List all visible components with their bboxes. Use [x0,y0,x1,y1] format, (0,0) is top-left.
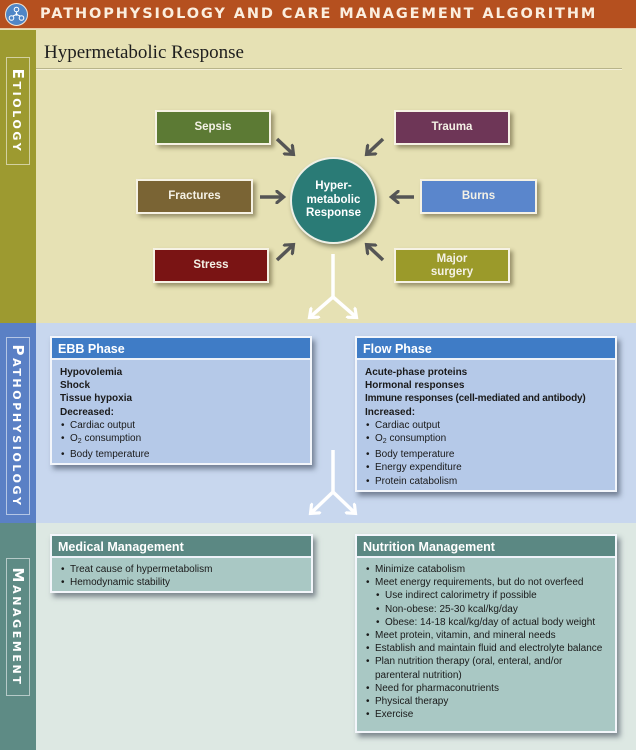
nutrition-sub-bullet: Obese: 14-18 kcal/kg/day of actual body … [365,616,607,629]
flow-bullet: Body temperature [365,448,607,461]
ebb-bullet: Cardiac output [60,419,302,432]
medical-bullet: Hemodynamic stability [60,576,303,589]
cause-box-trauma: Trauma [394,110,510,145]
ebb-item: Shock [60,380,91,392]
nutrition-bullet: Establish and maintain fluid and electro… [365,642,607,655]
medical-bullet: Treat cause of hypermetabolism [60,563,303,576]
cause-box-burns: Burns [420,179,537,214]
nutrition-bullet: Exercise [365,708,607,721]
flow-item: Acute-phase proteins [365,367,468,378]
flow-phase-title: Flow Phase [357,338,615,360]
page-title: Hypermetabolic Response [44,42,244,63]
ebb-phase-title: EBB Phase [52,338,310,360]
management-label-frame: MANAGEMENT [6,558,30,696]
cause-box-sepsis: Sepsis [155,110,271,145]
pathophysiology-label: PATHOPHYSIOLOGY [9,344,27,508]
etiology-label-frame: ETIOLOGY [6,57,30,165]
pathophysiology-sidebar: PATHOPHYSIOLOGY [0,323,36,523]
nutrition-bullet: Physical therapy [365,695,607,708]
flow-bullet: Protein catabolism [365,475,607,488]
hub-line-1: Hyper- [315,180,352,193]
nutrition-management-panel: Nutrition Management Minimize catabolism… [355,534,617,733]
nutrition-bullet: Need for pharmaconutrients [365,682,607,695]
algorithm-network-icon [5,3,28,26]
etiology-label: ETIOLOGY [9,68,27,154]
title-divider [36,68,622,70]
cause-box-stress: Stress [153,248,269,283]
nutrition-bullet: Meet protein, vitamin, and mineral needs [365,629,607,642]
nutrition-bullet-continuation: parenteral nutrition) [375,669,462,681]
etiology-sidebar: ETIOLOGY [0,30,36,323]
ebb-bullet: Body temperature [60,448,302,461]
flow-increased-label: Increased: [365,406,416,418]
management-sidebar: MANAGEMENT [0,523,36,750]
nutrition-bullet: Minimize catabolism [365,563,607,576]
pathophysiology-label-frame: PATHOPHYSIOLOGY [6,337,30,515]
flow-phase-panel: Flow Phase Acute-phase proteins Hormonal… [355,336,617,492]
flow-bullet: Energy expenditure [365,461,607,474]
flow-bullet: Cardiac output [365,419,607,432]
header-title: PATHOPHYSIOLOGY AND CARE MANAGEMENT ALGO… [40,6,598,22]
ebb-decreased-label: Decreased: [60,406,114,418]
nutrition-bullet: Meet energy requirements, but do not ove… [365,576,607,589]
hypermetabolic-response-hub: Hyper- metabolic Response [290,157,377,244]
hub-line-3: Response [306,207,361,220]
flow-item: Immune responses (cell-mediated and anti… [365,393,586,405]
ebb-item: Tissue hypoxia [60,393,133,405]
medical-management-title: Medical Management [52,536,311,558]
hub-line-2: metabolic [306,193,361,206]
cause-box-fractures: Fractures [136,179,253,214]
header-banner: PATHOPHYSIOLOGY AND CARE MANAGEMENT ALGO… [0,0,636,29]
ebb-item: Hypovolemia [60,367,123,378]
ebb-bullet: O2 consumption [60,432,302,448]
nutrition-sub-bullet: Non-obese: 25-30 kcal/kg/day [365,603,607,616]
ebb-phase-panel: EBB Phase Hypovolemia Shock Tissue hypox… [50,336,312,465]
medical-management-panel: Medical Management Treat cause of hyperm… [50,534,313,593]
nutrition-management-title: Nutrition Management [357,536,615,558]
flow-item: Hormonal responses [365,380,465,392]
nutrition-bullet: Plan nutrition therapy (oral, enteral, a… [365,655,607,668]
management-label: MANAGEMENT [9,567,27,687]
nutrition-sub-bullet: Use indirect calorimetry if possible [365,589,607,602]
flow-bullet: O2 consumption [365,432,607,448]
